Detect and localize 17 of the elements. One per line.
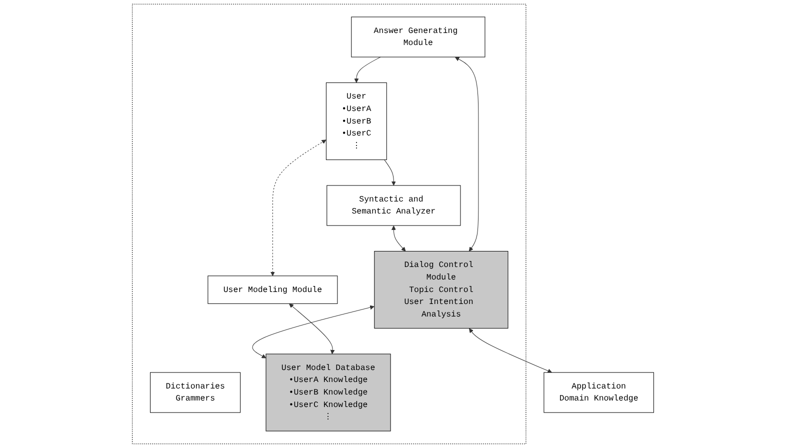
arrow <box>469 328 552 373</box>
arrow <box>454 56 479 252</box>
arrow <box>252 305 374 358</box>
node-box: Answer Generating Module <box>351 16 486 58</box>
node-box: Dictionaries Grammers <box>150 372 241 413</box>
arrow <box>270 140 326 276</box>
node-box: Dialog Control Module Topic Control User Intention Analysis <box>374 250 508 329</box>
arrow <box>289 304 335 354</box>
node-box: User Model Database •UserA Knowledge •UserB Knowledge •UserC Knowledge ⋮ <box>266 354 391 432</box>
arrow <box>391 226 406 252</box>
arrow <box>384 160 396 186</box>
node-box: Syntactic and Semantic Analyzer <box>326 185 461 226</box>
node-box: Application Domain Knowledge <box>544 372 654 413</box>
node-box: User •UserA •UserB •UserC ⋮ <box>326 82 387 160</box>
cluster <box>132 4 526 444</box>
arrow <box>354 56 381 83</box>
node-box: User Modeling Module <box>208 276 338 304</box>
